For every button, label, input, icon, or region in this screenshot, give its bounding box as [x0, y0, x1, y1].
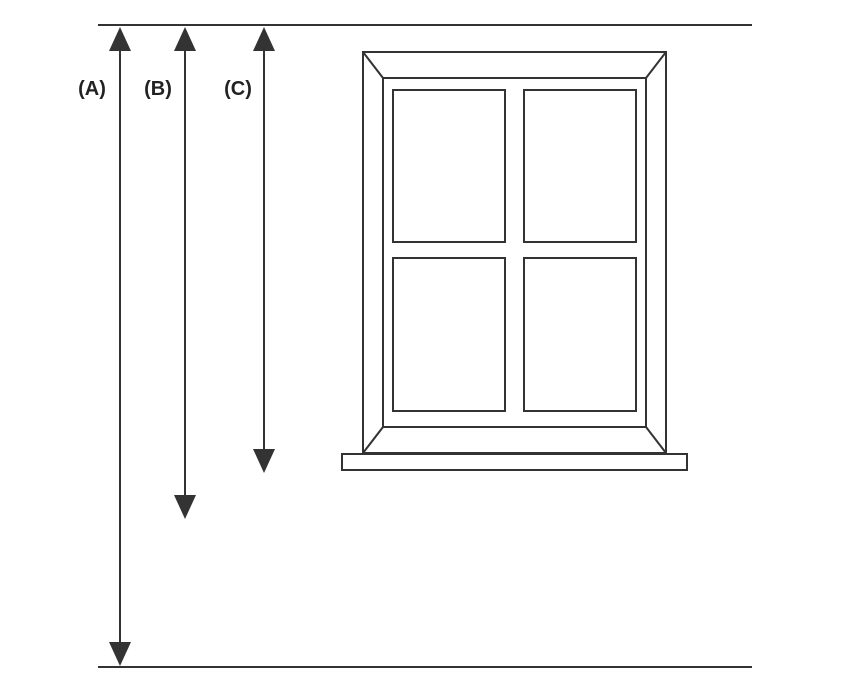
window-outer-frame — [362, 51, 667, 454]
arrowhead-up-a — [109, 27, 131, 51]
window-sill — [341, 453, 688, 471]
measurement-label-a: (A) — [78, 78, 106, 100]
window-inner-frame — [382, 77, 647, 428]
frame-bevel-bottom-left — [362, 426, 384, 454]
window-pane-top-left — [392, 89, 506, 243]
frame-bevel-top-right — [645, 51, 667, 79]
measurement-arrow-a — [109, 27, 131, 666]
window-icon — [341, 51, 688, 471]
arrowhead-down-c — [253, 449, 275, 473]
measurement-arrow-b — [174, 27, 196, 519]
arrowhead-down-b — [174, 495, 196, 519]
measurement-arrow-c — [253, 27, 275, 473]
arrowhead-up-c — [253, 27, 275, 51]
arrowhead-down-a — [109, 642, 131, 666]
window-pane-bottom-right — [523, 257, 637, 412]
measurement-label-c: (C) — [224, 78, 252, 100]
frame-bevel-top-left — [362, 51, 384, 79]
window-pane-top-right — [523, 89, 637, 243]
arrowhead-up-b — [174, 27, 196, 51]
window-pane-bottom-left — [392, 257, 506, 412]
measurement-label-b: (B) — [144, 78, 172, 100]
frame-bevel-bottom-right — [645, 426, 667, 454]
